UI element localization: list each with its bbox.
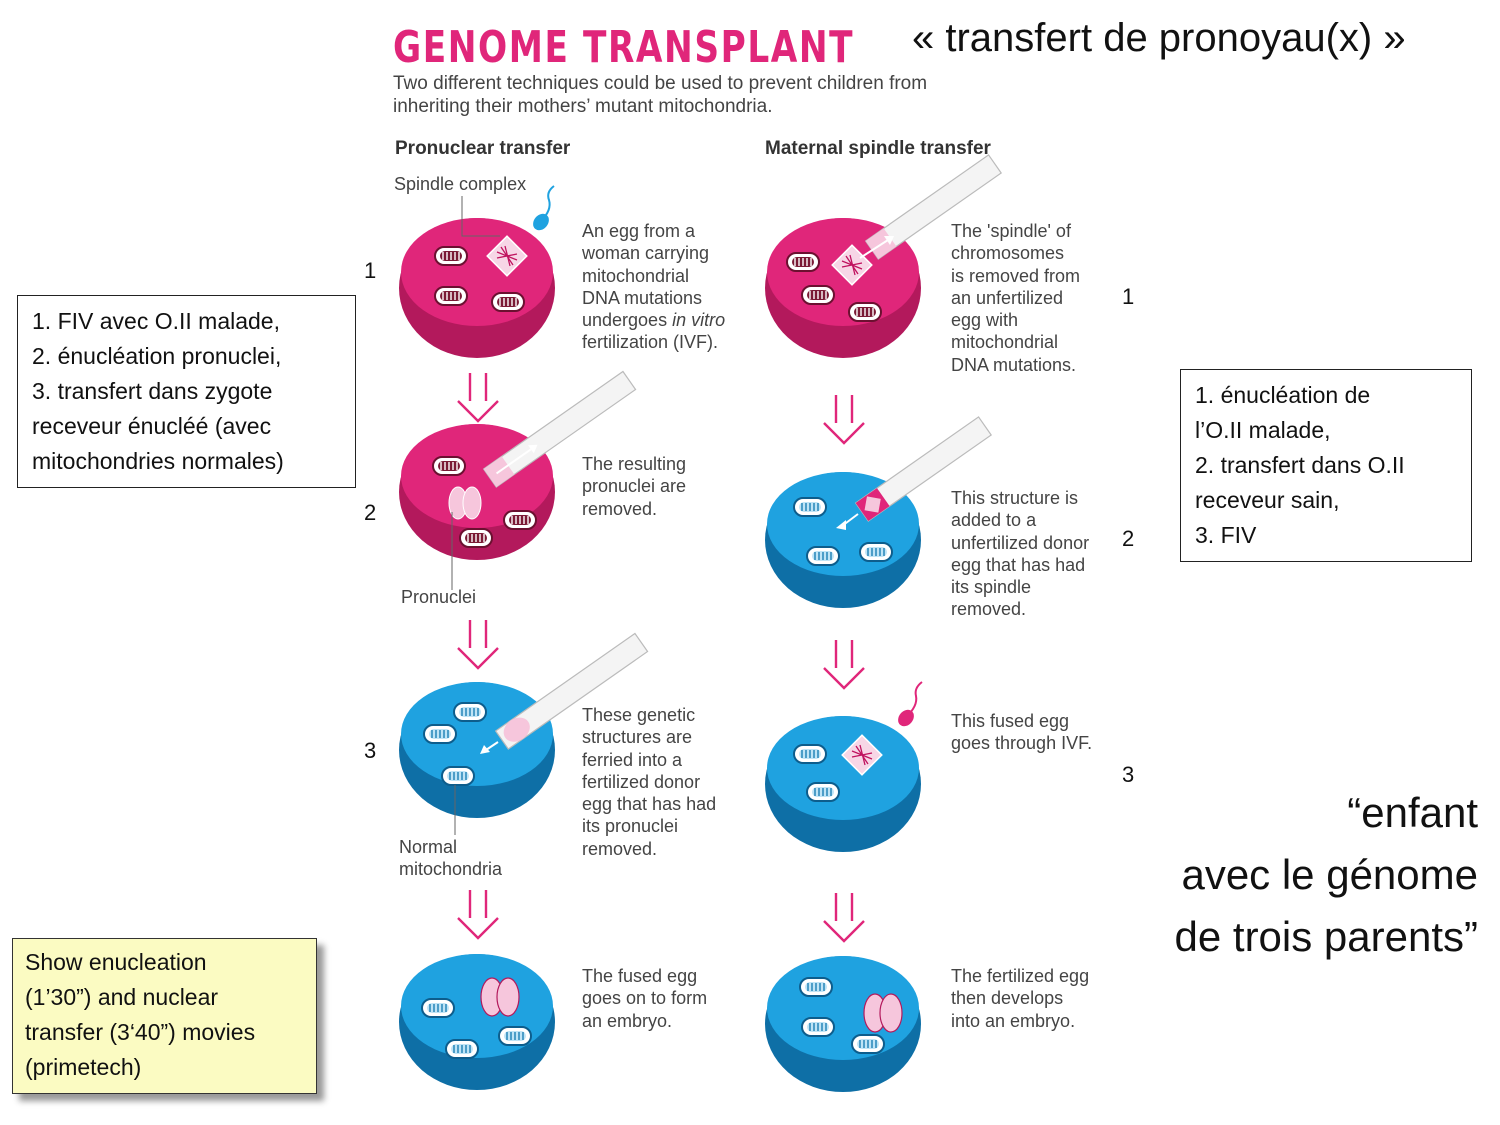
mutant-mitochondrion: [848, 302, 882, 322]
normal-mitochondrion: [859, 542, 893, 562]
mutant-mitochondrion: [432, 456, 466, 476]
spindle-caption-1: The 'spindle' of chromosomes is removed …: [951, 221, 1081, 375]
normal-mitochondrion: [453, 702, 487, 722]
step-arrow: [456, 371, 500, 423]
mutant-mitochondrion: [786, 252, 820, 272]
normal-mitochondrion: [421, 998, 455, 1018]
egg-pronuclear-1: [399, 185, 555, 358]
step-arrow: [822, 891, 866, 943]
egg-pronuclear-3: [399, 632, 649, 835]
egg-spindle-1: [765, 154, 1003, 358]
normal-mitochondrion: [851, 1034, 885, 1054]
egg-pronuclear-2: [399, 370, 637, 590]
pronuclear-caption-2: The resulting pronuclei are removed.: [582, 454, 687, 519]
step-number-right-1: 1: [1122, 284, 1135, 309]
step-number-left-3: 3: [364, 738, 377, 763]
egg-spindle-4: [765, 956, 921, 1092]
step-number-right-2: 2: [1122, 526, 1135, 551]
normal-mitochondrion: [441, 766, 475, 786]
mutant-mitochondrion: [434, 246, 468, 266]
step-arrow: [822, 638, 866, 690]
step-number-left-2: 2: [364, 500, 377, 525]
right-steps-box: 1. énucléation de l’O.II malade, 2. tran…: [1180, 369, 1472, 562]
pronuclear-caption-3: These genetic structures are ferried int…: [582, 705, 717, 859]
normal-mitochondrion: [793, 497, 827, 517]
normal-mitochondrion: [801, 1017, 835, 1037]
step-arrow: [456, 618, 500, 670]
normal-mitochondrion: [799, 977, 833, 997]
normal-mitochondrion: [793, 744, 827, 764]
step-number-left-1: 1: [364, 258, 377, 283]
step-arrow: [822, 393, 866, 445]
slide-title: « transfert de pronoyau(x) »: [912, 16, 1406, 60]
mutant-mitochondrion: [459, 528, 493, 548]
egg-pronuclear-4: [399, 954, 555, 1090]
pronuclear-caption-1: An egg from a woman carrying mitochondri…: [582, 221, 726, 353]
spindle-heading: Maternal spindle transfer: [765, 138, 991, 159]
pronuclei-label: Pronuclei: [401, 587, 477, 607]
spindle-caption-2: This structure is added to a unfertilize…: [951, 488, 1090, 620]
left-steps-box: 1. FIV avec O.II malade, 2. énucléation …: [17, 295, 356, 488]
spindle-caption-4: The fertilized egg then develops into an…: [951, 966, 1090, 1031]
mutant-mitochondrion: [434, 286, 468, 306]
mutant-mitochondrion: [503, 510, 537, 530]
figure-title: GENOME TRANSPLANT: [393, 22, 855, 73]
three-parents-quote: “enfant avec le génome de trois parents”: [1174, 789, 1478, 960]
movie-note: Show enucleation (1’30”) and nuclear tra…: [12, 938, 317, 1094]
normal-mitochondrion: [806, 782, 840, 802]
spindle-complex-label: Spindle complex: [394, 174, 527, 194]
mutant-mitochondrion: [801, 285, 835, 305]
spindle-caption-3: This fused egg goes through IVF.: [951, 711, 1093, 754]
normal-mitochondrion: [498, 1026, 532, 1046]
normal-mitochondrion: [423, 724, 457, 744]
step-number-right-3: 3: [1122, 762, 1135, 787]
normal-mitochondrion: [445, 1039, 479, 1059]
normal-mitochondrion: [806, 546, 840, 566]
mutant-mitochondrion: [491, 292, 525, 312]
step-arrow: [456, 888, 500, 940]
pronuclear-caption-4: The fused egg goes on to form an embryo.: [582, 966, 708, 1031]
normal-mitochondria-label: Normal mitochondria: [399, 837, 503, 879]
pronuclear-heading: Pronuclear transfer: [395, 138, 571, 159]
egg-spindle-2: [765, 416, 993, 608]
egg-spindle-3: [765, 681, 923, 852]
figure-subtitle: Two different techniques could be used t…: [393, 73, 928, 117]
